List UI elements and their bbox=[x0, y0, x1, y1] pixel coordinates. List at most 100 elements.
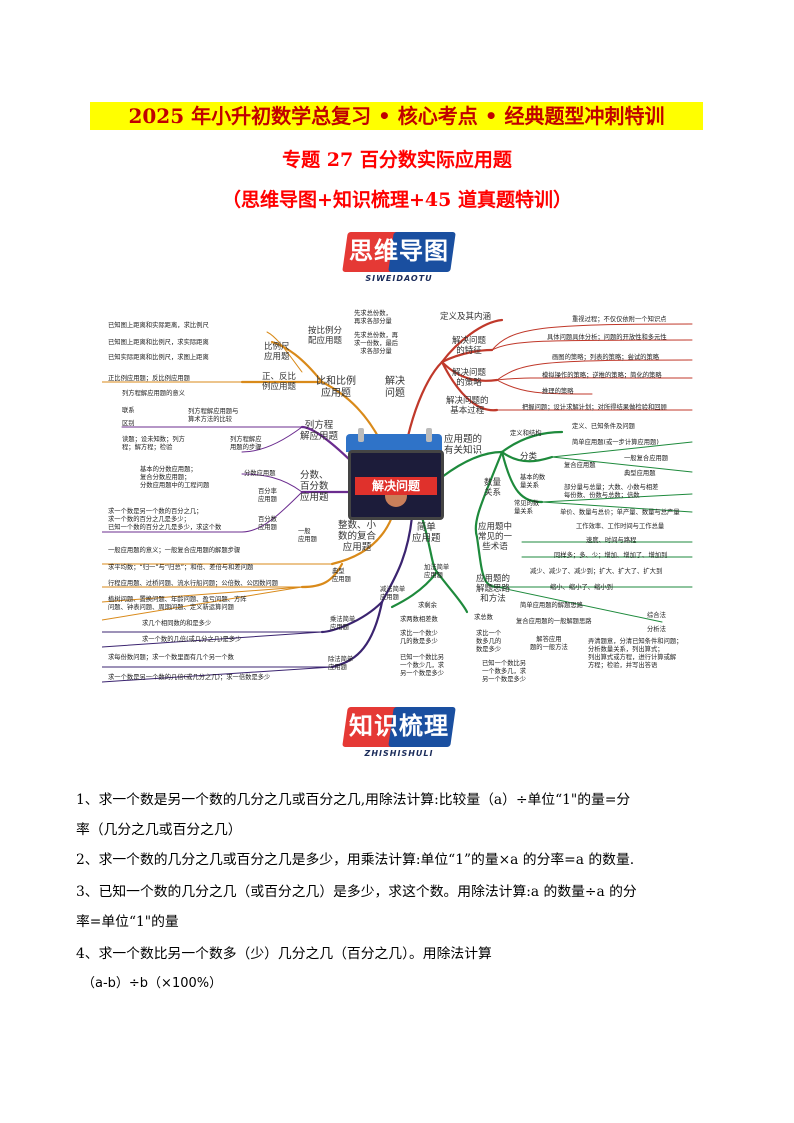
mm-c2: 求一个数的几倍(或几分之几)是多少 bbox=[142, 636, 242, 643]
mm-fs2: 基本的分数应用题； 复合分数应用题； 分数应用题中的工程问题 bbox=[140, 466, 210, 489]
mindmap-center-label: 解决问题 bbox=[355, 477, 437, 495]
mm-j7: 已知一个数比另 一个数多几，求 另一个数是多少 bbox=[482, 660, 527, 683]
mm-j4: 求比一个数少 几的数是多少 bbox=[400, 630, 438, 645]
mm-cj2: 工作效率、工作时间与工作总量 bbox=[576, 523, 665, 530]
mm-d1: 求平均数；“归一”与“归总”；和倍、差倍与和差问题 bbox=[108, 564, 254, 571]
point-4-line-2: （a-b）÷b（×100%） bbox=[82, 976, 223, 991]
mm-zhengfan: 正、反比 例应用题 bbox=[262, 372, 297, 392]
point-4-line-1: 4、求一个数比另一个数多（少）几分之几（百分之几）。用除法计算 bbox=[76, 946, 492, 962]
mm-fl4: 典型应用题 bbox=[624, 470, 656, 477]
mm-l3: 已知实际距离和比例尺，求图上距离 bbox=[108, 354, 209, 361]
topic-title: 专题 27 百分数实际应用题 bbox=[282, 149, 512, 171]
mindmap-badge-text: 思维导图 bbox=[349, 237, 449, 265]
mm-t2: 具体问题具体分析；问题的开放性和多元性 bbox=[547, 334, 667, 341]
mm-sl1: 简单应用题的解题思路 bbox=[520, 602, 583, 609]
knowledge-badge-text: 知识梳理 bbox=[349, 712, 449, 740]
mm-anbili-2: 先求总份数，再 求一份数，最后 求各部分量 bbox=[354, 332, 399, 355]
mm-fenlei: 分类 bbox=[520, 452, 538, 462]
mm-cj1: 单价、数量与总价；单产量、数量与总产量 bbox=[560, 509, 680, 516]
mm-bilichi: 比例尺 应用题 bbox=[264, 342, 290, 362]
mm-fangcheng: 列方程 解应用题 bbox=[300, 420, 339, 442]
mm-jianfa: 简单 应用题 bbox=[412, 522, 441, 544]
mm-fs1: 分数应用题 bbox=[244, 470, 276, 477]
mm-fenshu: 分数、 百分数 应用题 bbox=[300, 470, 329, 503]
mind-map: 解决问题 已知图上距离和实际距离，求比例尺 已知图上距离和比例尺，求实际距离 已… bbox=[102, 302, 694, 692]
mm-silu: 应用题的 解题思路 和方法 bbox=[476, 574, 511, 604]
mm-jian: 减法简单 应用题 bbox=[380, 586, 406, 601]
mm-cj3: 速度、时间与路程 bbox=[586, 537, 637, 544]
mm-t1: 重视过程；不仅仅依附一个知识点 bbox=[572, 316, 667, 323]
mm-j5: 求比一个 数多几的 数是多少 bbox=[476, 630, 502, 653]
mm-g1: 把握问题；设计求解计划；对所得结果做检验和回顾 bbox=[522, 404, 667, 411]
mm-dy: 定义和结构 bbox=[510, 430, 542, 437]
mm-f3: 区别 bbox=[122, 420, 135, 427]
mm-ce1: 画图的策略；列表的策略；尝试的策略 bbox=[552, 354, 660, 361]
mm-fl3: 一般复合应用题 bbox=[624, 455, 669, 462]
mm-f1: 列方程解应用题的意义 bbox=[122, 390, 185, 397]
mm-fl1: 简单应用题(或一步计算应用题) bbox=[572, 439, 659, 446]
mm-yiban: 一般 应用题 bbox=[298, 528, 317, 543]
mm-cf2: 求一个数是另一个数的几倍(或几分之几)；求一倍数是多少 bbox=[108, 674, 271, 681]
mm-sl6: 弄清题意，分清已知条件和问题； 分析数量关系，列出算式； 列出算式或方程，进行计… bbox=[588, 638, 683, 669]
mm-dy1: 定义、已知条件及问题 bbox=[572, 423, 635, 430]
point-1-line-1: 1、求一个数是另一个数的几分之几或百分之几,用除法计算:比较量（a）÷单位“1"… bbox=[76, 792, 631, 808]
mm-shuliang: 数量 关系 bbox=[484, 478, 502, 498]
mm-sl4: 分析法 bbox=[647, 626, 666, 633]
mm-sy3: 缩小、缩小了、缩小到 bbox=[550, 584, 613, 591]
point-3-line-2: 率=单位“1"的量 bbox=[76, 914, 179, 930]
mm-chufa: 除法简单 应用题 bbox=[328, 656, 354, 671]
mm-shuyu: 应用题中 常见的一 些术语 bbox=[478, 522, 513, 552]
mindmap-badge-pinyin: SIWEIDAOTU bbox=[365, 274, 433, 283]
mm-jiejue: 解决 问题 bbox=[385, 376, 405, 399]
mm-ce3: 推理的策略 bbox=[542, 388, 574, 395]
mm-tezheng: 解决问题 的特征 bbox=[452, 336, 487, 356]
mm-chengfa: 乘法简单 应用题 bbox=[330, 616, 356, 631]
title-highlight bbox=[90, 102, 703, 130]
point-3-line-1: 3、已知一个数的几分之几（或百分之几）是多少，求这个数。用除法计算:a 的数量÷… bbox=[76, 884, 637, 900]
mm-sl3: 综合法 bbox=[647, 612, 666, 619]
mm-ce2: 模拟操作的策略；逆推的策略；简化的策略 bbox=[542, 372, 662, 379]
mm-f6: 列方程解应 用题的步骤 bbox=[230, 436, 262, 451]
mindmap-center: 解决问题 bbox=[348, 450, 444, 520]
mm-sy1: 同样多；多、少；增加、增加了、增加到 bbox=[554, 552, 668, 559]
mm-changjian: 常见的数 量关系 bbox=[514, 500, 540, 515]
mm-f2: 联系 bbox=[122, 407, 135, 414]
mm-sl2: 复合应用题的一般解题思路 bbox=[516, 618, 592, 625]
mm-celve: 解决问题 的策略 bbox=[452, 368, 487, 388]
mm-zhengshu: 整数、小 数的复合 应用题 bbox=[338, 520, 377, 553]
mm-anbili-1: 先求总份数， 再求各部分量 bbox=[354, 310, 392, 325]
point-1-line-2: 率（几分之几或百分之几） bbox=[76, 822, 242, 838]
mm-f4: 列方程解应用题与 算术方法的比较 bbox=[188, 408, 239, 423]
mm-l2: 已知图上距离和比例尺，求实际距离 bbox=[108, 339, 209, 346]
mindmap-badge: 思维导图 SIWEIDAOTU bbox=[342, 230, 456, 286]
knowledge-badge-pinyin: ZHISHISHULI bbox=[364, 749, 434, 758]
mm-j1: 求总数 bbox=[474, 614, 493, 621]
mm-fs3: 百分率 应用题 bbox=[258, 488, 277, 503]
mm-c1: 求几个相同数的和是多少 bbox=[142, 620, 212, 627]
mm-j2: 求剩余 bbox=[418, 602, 437, 609]
mm-youguan: 应用题的 有关知识 bbox=[444, 434, 483, 456]
point-2: 2、求一个数的几分之几或百分之几是多少，用乘法计算:单位“1”的量×a 的分率=… bbox=[76, 852, 635, 868]
mm-fl2: 复合应用题 bbox=[564, 462, 596, 469]
mm-guocheng: 解决问题的 基本过程 bbox=[446, 396, 489, 416]
mm-d3: 植树问题、置换问题、年龄问题、盈亏问题、方阵 问题、钟表问题、周期问题、定义新运… bbox=[108, 596, 247, 611]
mm-cf1: 求每份数问题；求一个数里面有几个另一个数 bbox=[108, 654, 234, 661]
mm-anbili: 按比例分 配应用题 bbox=[308, 326, 343, 346]
mm-jiben: 基本的数 量关系 bbox=[520, 474, 546, 489]
topic-subtitle: （思维导图+知识梳理+45 道真题特训） bbox=[222, 189, 572, 211]
mm-jiafa: 加法简单 应用题 bbox=[424, 564, 450, 579]
mm-l1: 已知图上距离和实际距离，求比例尺 bbox=[108, 322, 209, 329]
mm-dingyi: 定义及其内涵 bbox=[440, 312, 492, 322]
main-title: 2025 年小升初数学总复习 • 核心考点 • 经典题型冲刺特训 bbox=[128, 104, 665, 128]
mm-fs4: 百分数 应用题 bbox=[258, 516, 277, 531]
mm-f5: 读题；设未知数；列方 程；解方程；检验 bbox=[122, 436, 185, 451]
mm-jb1: 部分量与总量；大数、小数与相差 每份数、份数与总数；倍数 bbox=[564, 484, 659, 499]
mm-j3: 求两数相差数 bbox=[400, 616, 438, 623]
mm-l4: 正比例应用题；反比例应用题 bbox=[108, 375, 190, 382]
mm-sl5: 解答应用 题的一般方法 bbox=[530, 636, 568, 651]
mm-dianxing: 典型 应用题 bbox=[332, 568, 351, 583]
mm-d2: 行程应用题、过桥问题、流水行船问题；公倍数、公因数问题 bbox=[108, 580, 279, 587]
mm-fs5: 求一个数是另一个数的百分之几； 求一个数的百分之几是多少； 已知一个数的百分之几… bbox=[108, 508, 222, 531]
knowledge-badge: 知识梳理 ZHISHISHULI bbox=[342, 705, 456, 761]
mm-sy2: 减少、减少了、减少到；扩大、扩大了、扩大到 bbox=[530, 568, 663, 575]
